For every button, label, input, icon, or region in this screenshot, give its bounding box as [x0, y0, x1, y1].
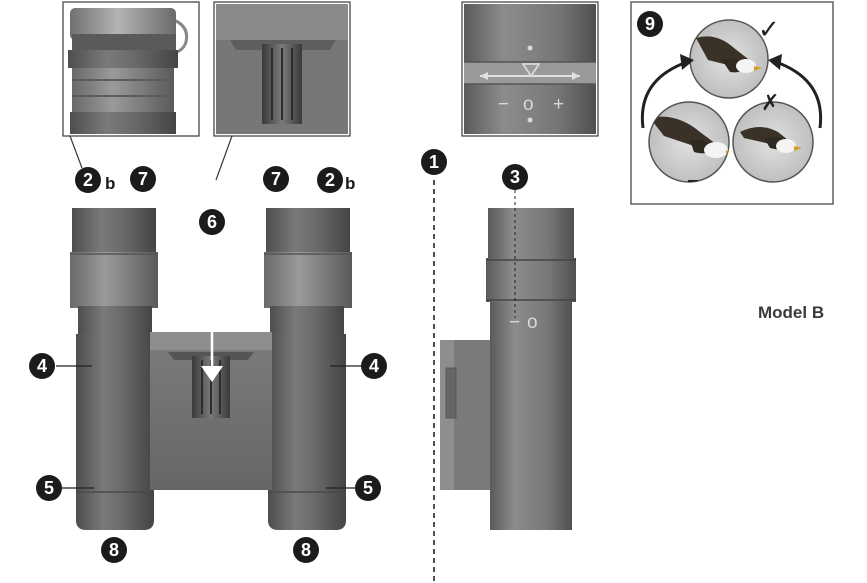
svg-text:b: b	[345, 174, 355, 193]
callout-4-right: 4	[361, 353, 387, 379]
callout-7-right: 7	[263, 166, 289, 192]
callout-4-left: 4	[29, 353, 55, 379]
alignment-inset: ✓ ✗	[630, 1, 834, 205]
leader-line-focus-wheel	[215, 135, 233, 181]
side-diopter-minus-label: −	[509, 312, 520, 333]
right-curved-arrow	[775, 60, 823, 129]
diopter-minus-label: −	[498, 94, 509, 115]
svg-text:6: 6	[207, 212, 217, 232]
svg-text:b: b	[105, 174, 115, 193]
right-view-circle	[732, 101, 814, 183]
side-diopter-zero-label: o	[527, 312, 538, 333]
check-mark-icon: ✓	[758, 15, 780, 45]
focus-wheel-detail-inset	[213, 1, 351, 137]
svg-text:2: 2	[325, 170, 335, 190]
svg-text:4: 4	[369, 356, 379, 376]
svg-text:5: 5	[44, 478, 54, 498]
leader-line-eyecup	[69, 135, 83, 169]
callout-9: 9	[637, 11, 663, 37]
cross-mark-icon: ✗	[761, 91, 779, 116]
callout-5-right: 5	[355, 475, 381, 501]
callout-7-left: 7	[130, 166, 156, 192]
callout-2b-left: 2 b	[75, 167, 115, 193]
side-view-binocular: − o	[440, 208, 576, 530]
svg-text:7: 7	[271, 169, 281, 189]
svg-text:9: 9	[645, 14, 655, 34]
diopter-plus-label: +	[553, 94, 564, 115]
svg-text:3: 3	[510, 167, 520, 187]
svg-text:7: 7	[138, 169, 148, 189]
svg-text:4: 4	[37, 356, 47, 376]
merged-view-circle	[689, 19, 769, 99]
callout-8-right: 8	[293, 537, 319, 563]
left-view-circle	[648, 101, 730, 183]
left-curved-arrow	[640, 60, 688, 129]
callout-8-left: 8	[101, 537, 127, 563]
focus-wheel-arrow-head	[201, 366, 223, 382]
diopter-zero-label: o	[523, 94, 534, 115]
callout-1: 1	[421, 149, 447, 175]
svg-text:2: 2	[83, 170, 93, 190]
svg-text:8: 8	[109, 540, 119, 560]
callout-2b-right: 2 b	[317, 167, 355, 193]
model-label: Model B	[758, 303, 825, 322]
eyecup-detail-inset	[62, 1, 200, 137]
callout-6: 6	[199, 209, 225, 235]
callout-3: 3	[502, 164, 528, 190]
diopter-scale-detail-inset: − o +	[461, 1, 599, 137]
svg-text:5: 5	[363, 478, 373, 498]
svg-text:8: 8	[301, 540, 311, 560]
svg-text:1: 1	[429, 152, 439, 172]
callout-5-left: 5	[36, 475, 62, 501]
